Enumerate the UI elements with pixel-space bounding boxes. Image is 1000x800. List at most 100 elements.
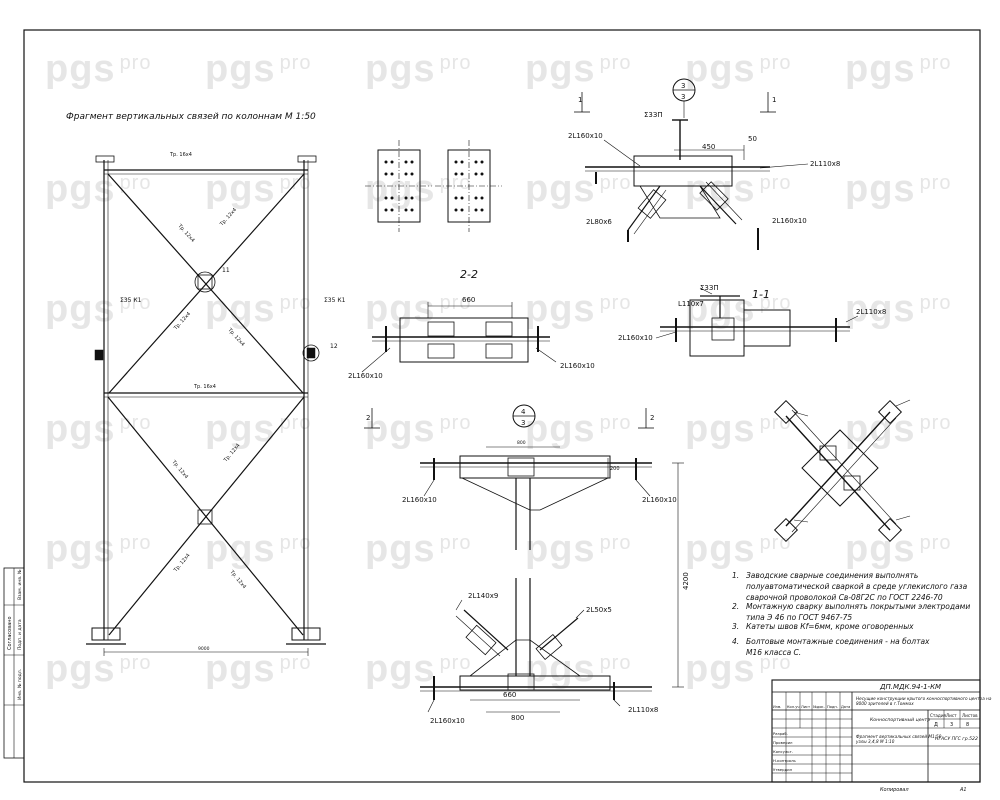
section-1-1-weld: Σ3ЗП bbox=[700, 284, 719, 292]
sheets-value: 8 bbox=[966, 722, 969, 728]
title-block bbox=[771, 679, 981, 783]
format-label: А1 bbox=[959, 787, 967, 793]
node-3-weld: Σ3ЗП bbox=[644, 111, 663, 119]
section-2-2-angle: 2L160х10 bbox=[348, 372, 383, 380]
node-marker: 12 bbox=[330, 343, 338, 350]
top-member-label: Тр. 16х4 bbox=[169, 152, 192, 158]
mid-member-label: Тр. 16х4 bbox=[193, 384, 216, 390]
notes-block: 1. Заводские сварные соединения выполнят… bbox=[732, 571, 970, 657]
node-3-angle: 2L160х10 bbox=[568, 132, 603, 140]
note-text: Монтажную сварку выполнять покрытыми эле… bbox=[746, 602, 970, 622]
node-4-callout bbox=[364, 404, 654, 429]
bottom-dimension: 9000 bbox=[198, 646, 210, 652]
node-4-angle: 2L50х5 bbox=[586, 606, 612, 614]
diag-member-label: Тр. 12х4 bbox=[172, 311, 192, 332]
diag-member-label: Тр. 12х4 bbox=[176, 223, 196, 244]
side-stamp: Согласовано Инв. № подл. Подп. и дата Вз… bbox=[3, 567, 25, 759]
title-block-header: №док. bbox=[813, 705, 825, 709]
plate-detail-views bbox=[365, 140, 502, 232]
copied-by-label: Копировал bbox=[880, 787, 909, 793]
node-4-dimension: 660 bbox=[503, 691, 516, 699]
note-text: Катеты швов Кf=6мм, кроме оговоренных bbox=[746, 622, 914, 631]
cut-mark-label: 2 bbox=[650, 414, 654, 422]
note-number: 1. bbox=[732, 571, 739, 580]
cut-mark-label: 2 bbox=[366, 414, 370, 422]
title-block-project: Несущие конструкции крытого конноспортив… bbox=[856, 696, 992, 706]
sheet-value: 3 bbox=[950, 722, 953, 728]
diag-member-label: Тр. 12х4 bbox=[172, 553, 191, 574]
node-3-angle: 2L80х6 bbox=[586, 218, 612, 226]
node-4-number: 4 bbox=[521, 408, 526, 416]
title-block-header: Подп. bbox=[827, 705, 838, 709]
node-3-dimension: 50 bbox=[748, 135, 757, 143]
node-3-number: 3 bbox=[681, 82, 685, 90]
section-1-1-angle: L110х7 bbox=[678, 300, 704, 308]
cut-mark-label: 1 bbox=[772, 96, 776, 104]
note-number: 4. bbox=[732, 637, 739, 646]
node-3-sheet: 3 bbox=[681, 93, 685, 101]
node-4-dimension: 200 bbox=[610, 466, 620, 472]
title-block-org: НГАСУ ПГС гр.522 bbox=[935, 736, 978, 742]
stage-value: Д bbox=[934, 722, 938, 728]
title-block-role: Разраб. bbox=[773, 731, 788, 736]
section-1-1-angle: 2L160х10 bbox=[618, 334, 653, 342]
section-2-2-angle: 2L160х10 bbox=[560, 362, 595, 370]
node-3-angle: 2L110x8 bbox=[810, 160, 840, 168]
section-1-1 bbox=[655, 287, 859, 357]
column-label-right: Σ35 К1 bbox=[324, 297, 346, 304]
section-2-2 bbox=[361, 302, 557, 373]
node-4-dimension: 800 bbox=[511, 714, 524, 722]
node-3-angle: 2L160х10 bbox=[772, 217, 807, 225]
section-1-1-label: 1-1 bbox=[752, 288, 770, 301]
title-block-header: Изм. bbox=[773, 705, 781, 709]
sheet-frame bbox=[23, 29, 981, 783]
node-4-angle: 2L160х10 bbox=[642, 496, 677, 504]
node-4-upper-detail bbox=[420, 446, 652, 550]
cut-mark-label: 1 bbox=[578, 96, 582, 104]
title-block-object: Конноспортивный центр bbox=[870, 717, 930, 723]
side-stamp-label: Согласовано bbox=[7, 616, 13, 650]
node-3-dimension: 450 bbox=[702, 143, 715, 151]
title-block-role: Утвердил bbox=[773, 767, 793, 772]
node-4-angle: 2L140х9 bbox=[468, 592, 498, 600]
diag-member-label: Тр. 12х4 bbox=[222, 443, 241, 464]
column-label-left: Σ35 К1 bbox=[120, 297, 142, 304]
title-block-role: Н.контроль bbox=[773, 758, 797, 763]
node-4-dimension: 800 bbox=[517, 440, 526, 446]
cross-plate-detail bbox=[773, 399, 911, 543]
diag-member-label: Тр. 12х4 bbox=[226, 327, 246, 348]
section-1-1-angle: 2L110x8 bbox=[856, 308, 886, 316]
diag-member-label: Тр. 12х4 bbox=[228, 569, 247, 590]
node-3-detail bbox=[574, 92, 809, 250]
title-block-header: Дата bbox=[841, 705, 850, 709]
side-stamp-label: Взам. инв. № bbox=[17, 569, 23, 600]
main-title: Фрагмент вертикальных связей по колоннам… bbox=[66, 112, 316, 122]
